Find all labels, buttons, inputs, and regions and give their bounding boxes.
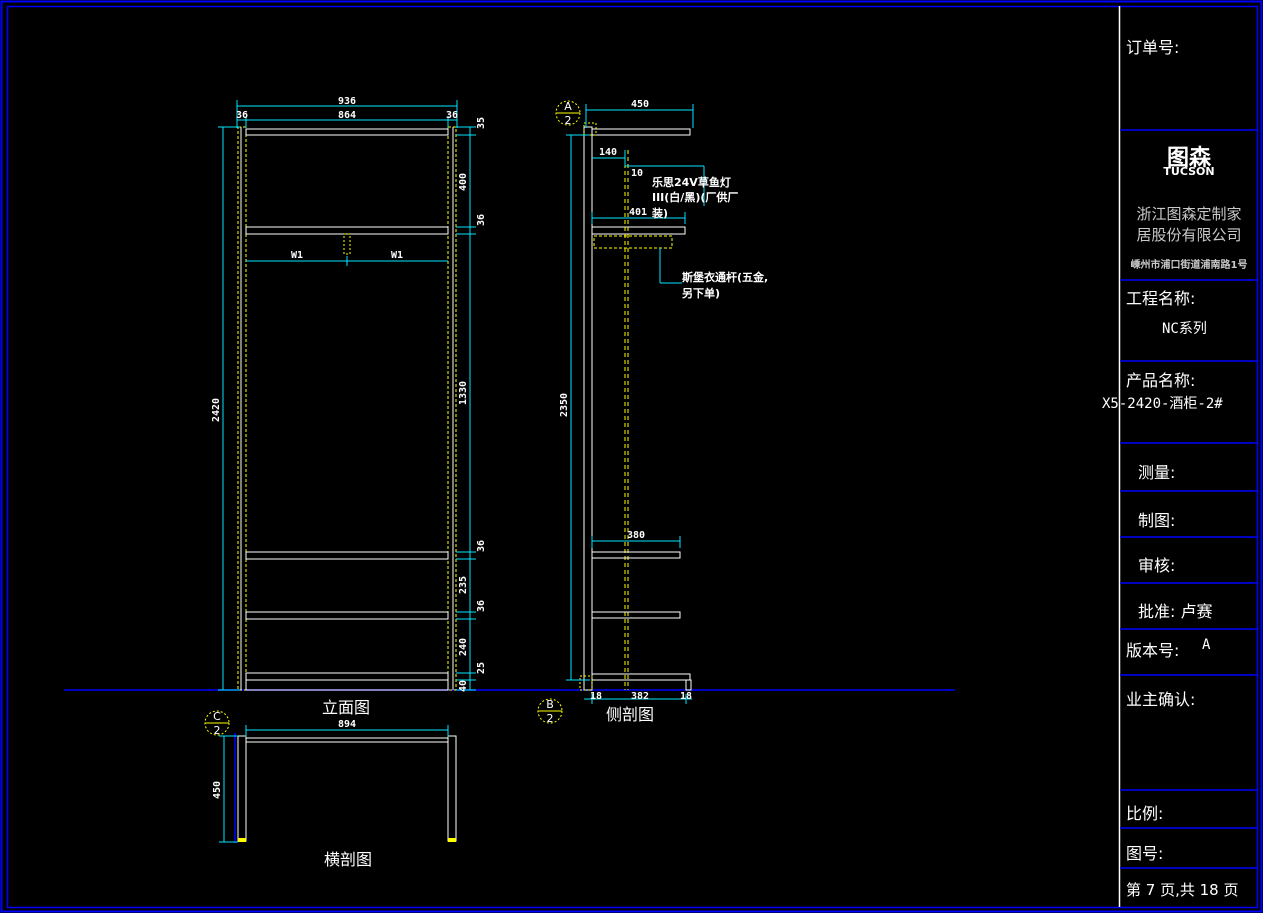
side-section-view: 450 140 10 401 2350 380 18 382 18 乐思24V草… [559,99,768,724]
dim-r-top: 35 [476,117,487,129]
dim-plan-depth: 450 [212,781,223,799]
drawing-frame [6,5,1259,909]
version-value: A [1202,637,1211,653]
section-marker-a: A 2 [555,100,581,127]
dim-side-right: 36 [446,110,458,121]
dim-side-401: 401 [629,207,647,218]
dim-side-380: 380 [627,530,645,541]
elevation-title: 立面图 [322,698,370,717]
owner-label: 业主确认: [1126,690,1196,709]
back-panel [583,126,593,691]
title-block-grid [1120,129,1258,869]
bottom-shelf [245,672,449,681]
side-section-title: 侧剖图 [606,705,654,724]
dim-r-1330: 1330 [458,381,469,405]
plinth [245,679,449,691]
page-label: 第 7 页,共 18 页 [1126,881,1239,899]
logo-cn: 图森 [1166,146,1211,171]
drawn-label: 制图: [1138,511,1176,530]
dim-inner-width: 864 [338,110,356,121]
shelf [245,226,449,235]
company-line1: 浙江图森定制家 [1136,205,1242,223]
dim-r-235: 235 [458,576,469,594]
plan-back-panel [245,737,449,743]
dim-r-25: 25 [476,662,487,674]
side-shelf [591,551,681,559]
dim-side-10: 10 [631,168,643,179]
dim-r-36a: 36 [476,214,487,226]
dim-half-right: W1 [391,250,403,261]
dim-r-36b: 36 [476,540,487,552]
side-shelf [591,226,686,235]
side-shelf [591,611,681,619]
dim-plan-width: 894 [338,719,356,730]
logo-en: TUCSON [1163,165,1215,178]
dim-side-depth: 450 [631,99,649,110]
dim-r-40: 40 [458,680,469,692]
rail-bracket [343,233,351,255]
dim-side-height: 2350 [559,393,570,417]
product-value: X5-2420-酒柜-2# [1102,396,1223,412]
section-marker-c: C 2 [204,710,230,737]
dim-r-36c: 36 [476,600,487,612]
version-label: 版本号: [1126,641,1180,660]
review-label: 审核: [1138,556,1176,575]
note-light-line1: 乐思24V草鱼灯 [652,175,731,189]
hanging-rail [593,235,673,249]
dim-side-left: 36 [236,110,248,121]
project-value: NC系列 [1162,321,1207,337]
marker-c-letter: C [213,710,221,723]
marker-c-sheet: 2 [214,724,221,737]
side-bottom-shelf [591,673,691,681]
dim-side-18a: 18 [590,691,602,702]
company-address: 嵊州市浦口街道浦南路1号 [1130,260,1248,271]
order-no-label: 订单号: [1126,38,1180,57]
dim-half-left: W1 [291,250,303,261]
logo: 图森 TUCSON [1120,140,1258,180]
left-side-panel [237,126,247,691]
top-panel [245,128,449,136]
dim-side-382: 382 [631,691,649,702]
note-light-line2: III(白/黑)(厂供厂 [652,190,738,204]
shelf [245,551,449,560]
marker-b-letter: B [546,698,554,711]
side-top-panel [591,128,691,136]
dim-total-width: 936 [338,96,356,107]
measure-label: 测量: [1138,463,1176,482]
section-marker-b: B 2 [537,698,563,725]
dim-side-140: 140 [599,147,617,158]
right-side-panel [447,126,457,691]
scale-label: 比例: [1126,804,1164,823]
drawing-no-label: 图号: [1126,844,1164,863]
company-line2: 居股份有限公司 [1136,226,1242,244]
marker-b-sheet: 2 [547,712,554,725]
note-rail-line2: 另下单) [682,286,720,300]
approve-label: 批准: 卢赛 [1138,602,1213,621]
note-light-line3: 装) [651,206,668,220]
note-rail-line1: 斯堡衣通杆(五金, [682,270,768,284]
marker-a-letter: A [564,100,572,113]
dim-r-240: 240 [458,638,469,656]
product-label: 产品名称: [1126,371,1196,390]
cross-section-view: 894 450 横剖图 [212,719,457,869]
elevation-view: 936 864 36 36 W1 W1 2420 35 400 36 1330 … [211,96,487,717]
shelf [245,611,449,620]
cross-section-title: 横剖图 [324,850,372,869]
dim-side-18b: 18 [680,691,692,702]
project-label: 工程名称: [1126,289,1196,308]
dim-r-400: 400 [458,173,469,191]
marker-a-sheet: 2 [565,114,572,127]
dim-total-height: 2420 [211,398,222,422]
